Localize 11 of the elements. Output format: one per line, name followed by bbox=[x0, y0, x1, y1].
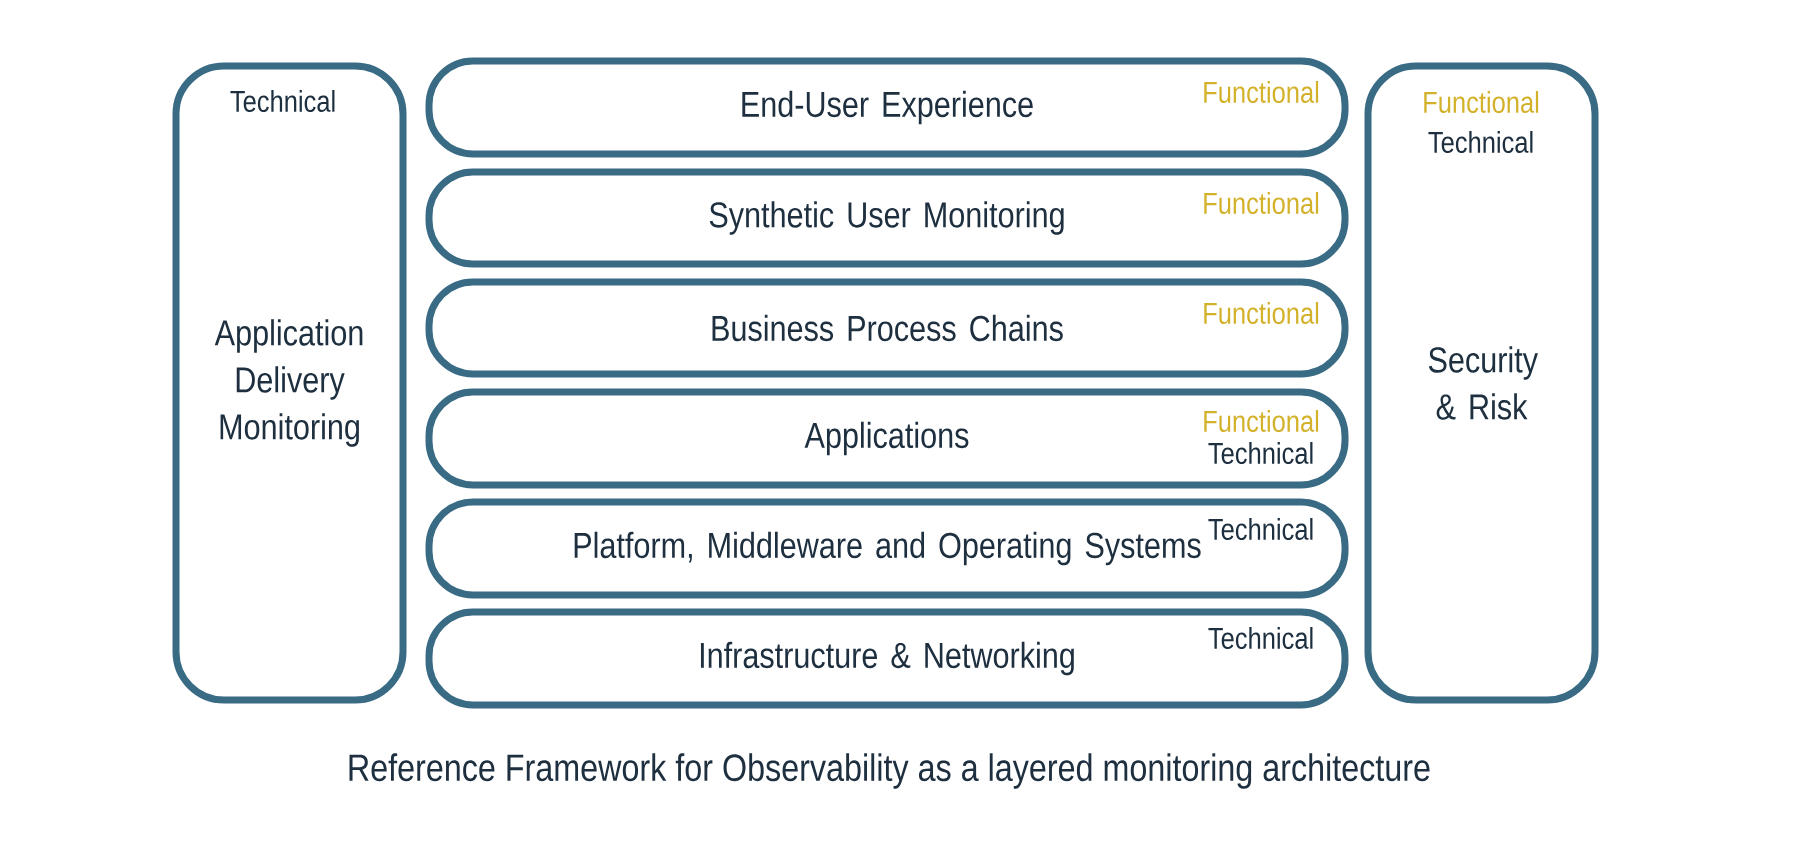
tag-label: Technical bbox=[230, 89, 335, 112]
tag-label: Technical bbox=[1428, 130, 1533, 153]
tag-label: Functional bbox=[1204, 80, 1319, 103]
tag-label: Technical bbox=[1208, 517, 1313, 540]
caption: Reference Framework for Observability as a layered monitoring architecture bbox=[349, 753, 1430, 789]
tag-label: Technical bbox=[1208, 441, 1313, 464]
tag-label: Functional bbox=[1204, 409, 1319, 432]
tag-label: Technical bbox=[1208, 626, 1313, 649]
tag-label: Functional bbox=[1204, 191, 1319, 214]
tag-label: Functional bbox=[1204, 301, 1319, 324]
tag-label: Functional bbox=[1424, 90, 1539, 113]
